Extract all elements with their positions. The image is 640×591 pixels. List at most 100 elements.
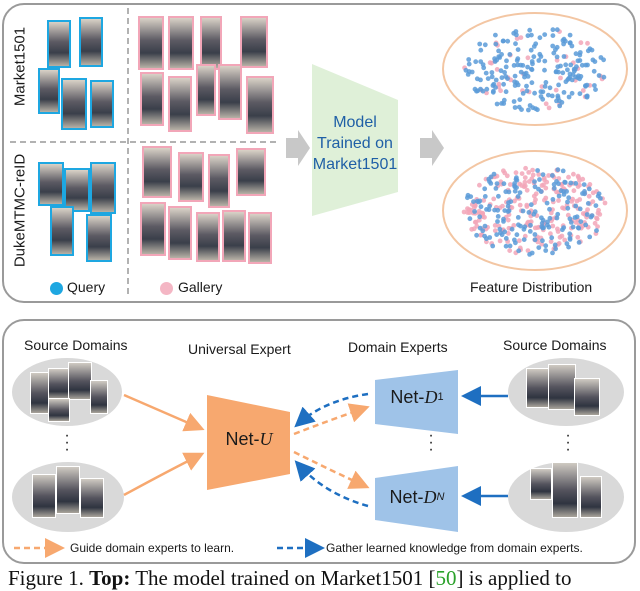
query-feature-point [466,57,472,62]
query-feature-point [581,182,587,187]
query-feature-point [537,51,543,57]
gallery-feature-point [548,239,554,244]
gallery-feature-point [516,238,522,244]
gallery-feature-point [523,165,528,171]
query-feature-point [495,214,501,219]
query-feature-point [554,215,560,221]
gallery-feature-point [512,198,517,204]
query-feature-point [515,47,521,52]
query-feature-point [482,186,488,192]
query-feature-point [585,48,591,54]
gallery-feature-point [595,224,600,229]
query-feature-point [532,90,537,96]
model-label-line-3: Market1501 [312,156,398,173]
gallery-feature-point [492,223,498,228]
gallery-image [222,210,246,262]
query-feature-point [572,215,578,220]
query-feature-point [544,200,550,206]
gallery-image [196,64,216,116]
query-feature-point [492,207,497,213]
query-feature-point [575,225,581,231]
query-feature-point [483,70,489,76]
caption-prefix: Figure 1. [8,566,84,590]
query-feature-point [512,105,518,110]
query-feature-point [583,62,589,68]
query-feature-point [532,237,538,243]
query-feature-point [505,209,511,214]
query-feature-point [578,219,584,224]
gallery-feature-point [496,81,502,87]
feature-distribution-market [442,12,628,126]
gallery-feature-point [575,234,581,240]
query-feature-point [546,92,551,98]
gallery-feature-point [522,179,528,185]
query-feature-point [537,177,542,182]
query-feature-point [531,44,537,49]
domain-thumb [530,468,552,500]
query-feature-point [554,54,560,60]
gallery-feature-point [546,105,552,111]
query-feature-point [545,219,550,225]
query-feature-point [556,181,561,187]
query-feature-point [516,248,522,254]
query-feature-point [515,215,521,220]
gallery-image [168,206,192,260]
query-feature-point [577,91,583,97]
model-label-line-1: Model [333,114,377,131]
gallery-feature-point [580,88,586,93]
query-feature-point [493,32,498,38]
net-dn-symbol: D [423,486,437,507]
query-feature-point [535,168,540,173]
gallery-feature-point [531,193,537,199]
query-feature-point [591,68,597,74]
query-feature-point [560,168,566,174]
query-feature-point [568,180,574,186]
query-feature-point [583,222,589,228]
query-feature-point [560,70,566,76]
query-feature-point [593,87,598,92]
query-feature-point [540,217,546,223]
query-feature-point [536,58,542,63]
gallery-feature-point [554,57,560,63]
query-feature-point [512,183,517,189]
query-feature-point [543,248,549,253]
gallery-feature-point [461,209,467,215]
query-feature-point [503,64,509,70]
caption-ref[interactable]: 50 [435,566,457,590]
query-feature-point [532,184,538,190]
gather-arrow-bottom [294,460,369,508]
query-feature-point [515,62,520,68]
query-feature-point [484,86,490,92]
query-feature-point [514,175,519,181]
query-feature-point [497,226,503,232]
feature-distribution-label: Feature Distribution [470,279,593,295]
source-to-u-arrow-bottom [123,452,205,497]
query-feature-point [525,64,530,70]
gallery-feature-point [487,60,493,66]
query-feature-point [493,186,499,191]
query-feature-point [509,226,515,232]
gallery-feature-point [560,205,565,211]
gallery-image [142,146,172,198]
query-feature-point [496,193,501,199]
gallery-feature-point [477,182,482,188]
query-feature-point [596,73,602,78]
gallery-feature-point [519,171,525,176]
query-feature-point [532,179,537,184]
query-feature-point [527,27,533,33]
net-d1-prefix: Net- [390,386,425,407]
query-feature-point [561,54,567,59]
query-feature-point [518,69,524,75]
query-feature-point [558,63,563,69]
query-feature-point [589,47,595,53]
gallery-feature-point [577,182,582,188]
gallery-image [248,212,272,264]
query-feature-point [506,189,512,195]
gallery-feature-point [555,226,560,232]
query-feature-point [575,58,581,64]
query-feature-point [494,101,500,107]
gallery-feature-point [522,175,528,180]
gallery-feature-point [469,226,475,232]
gallery-feature-point [518,35,524,40]
model-label-line-2: Trained on [317,135,393,152]
